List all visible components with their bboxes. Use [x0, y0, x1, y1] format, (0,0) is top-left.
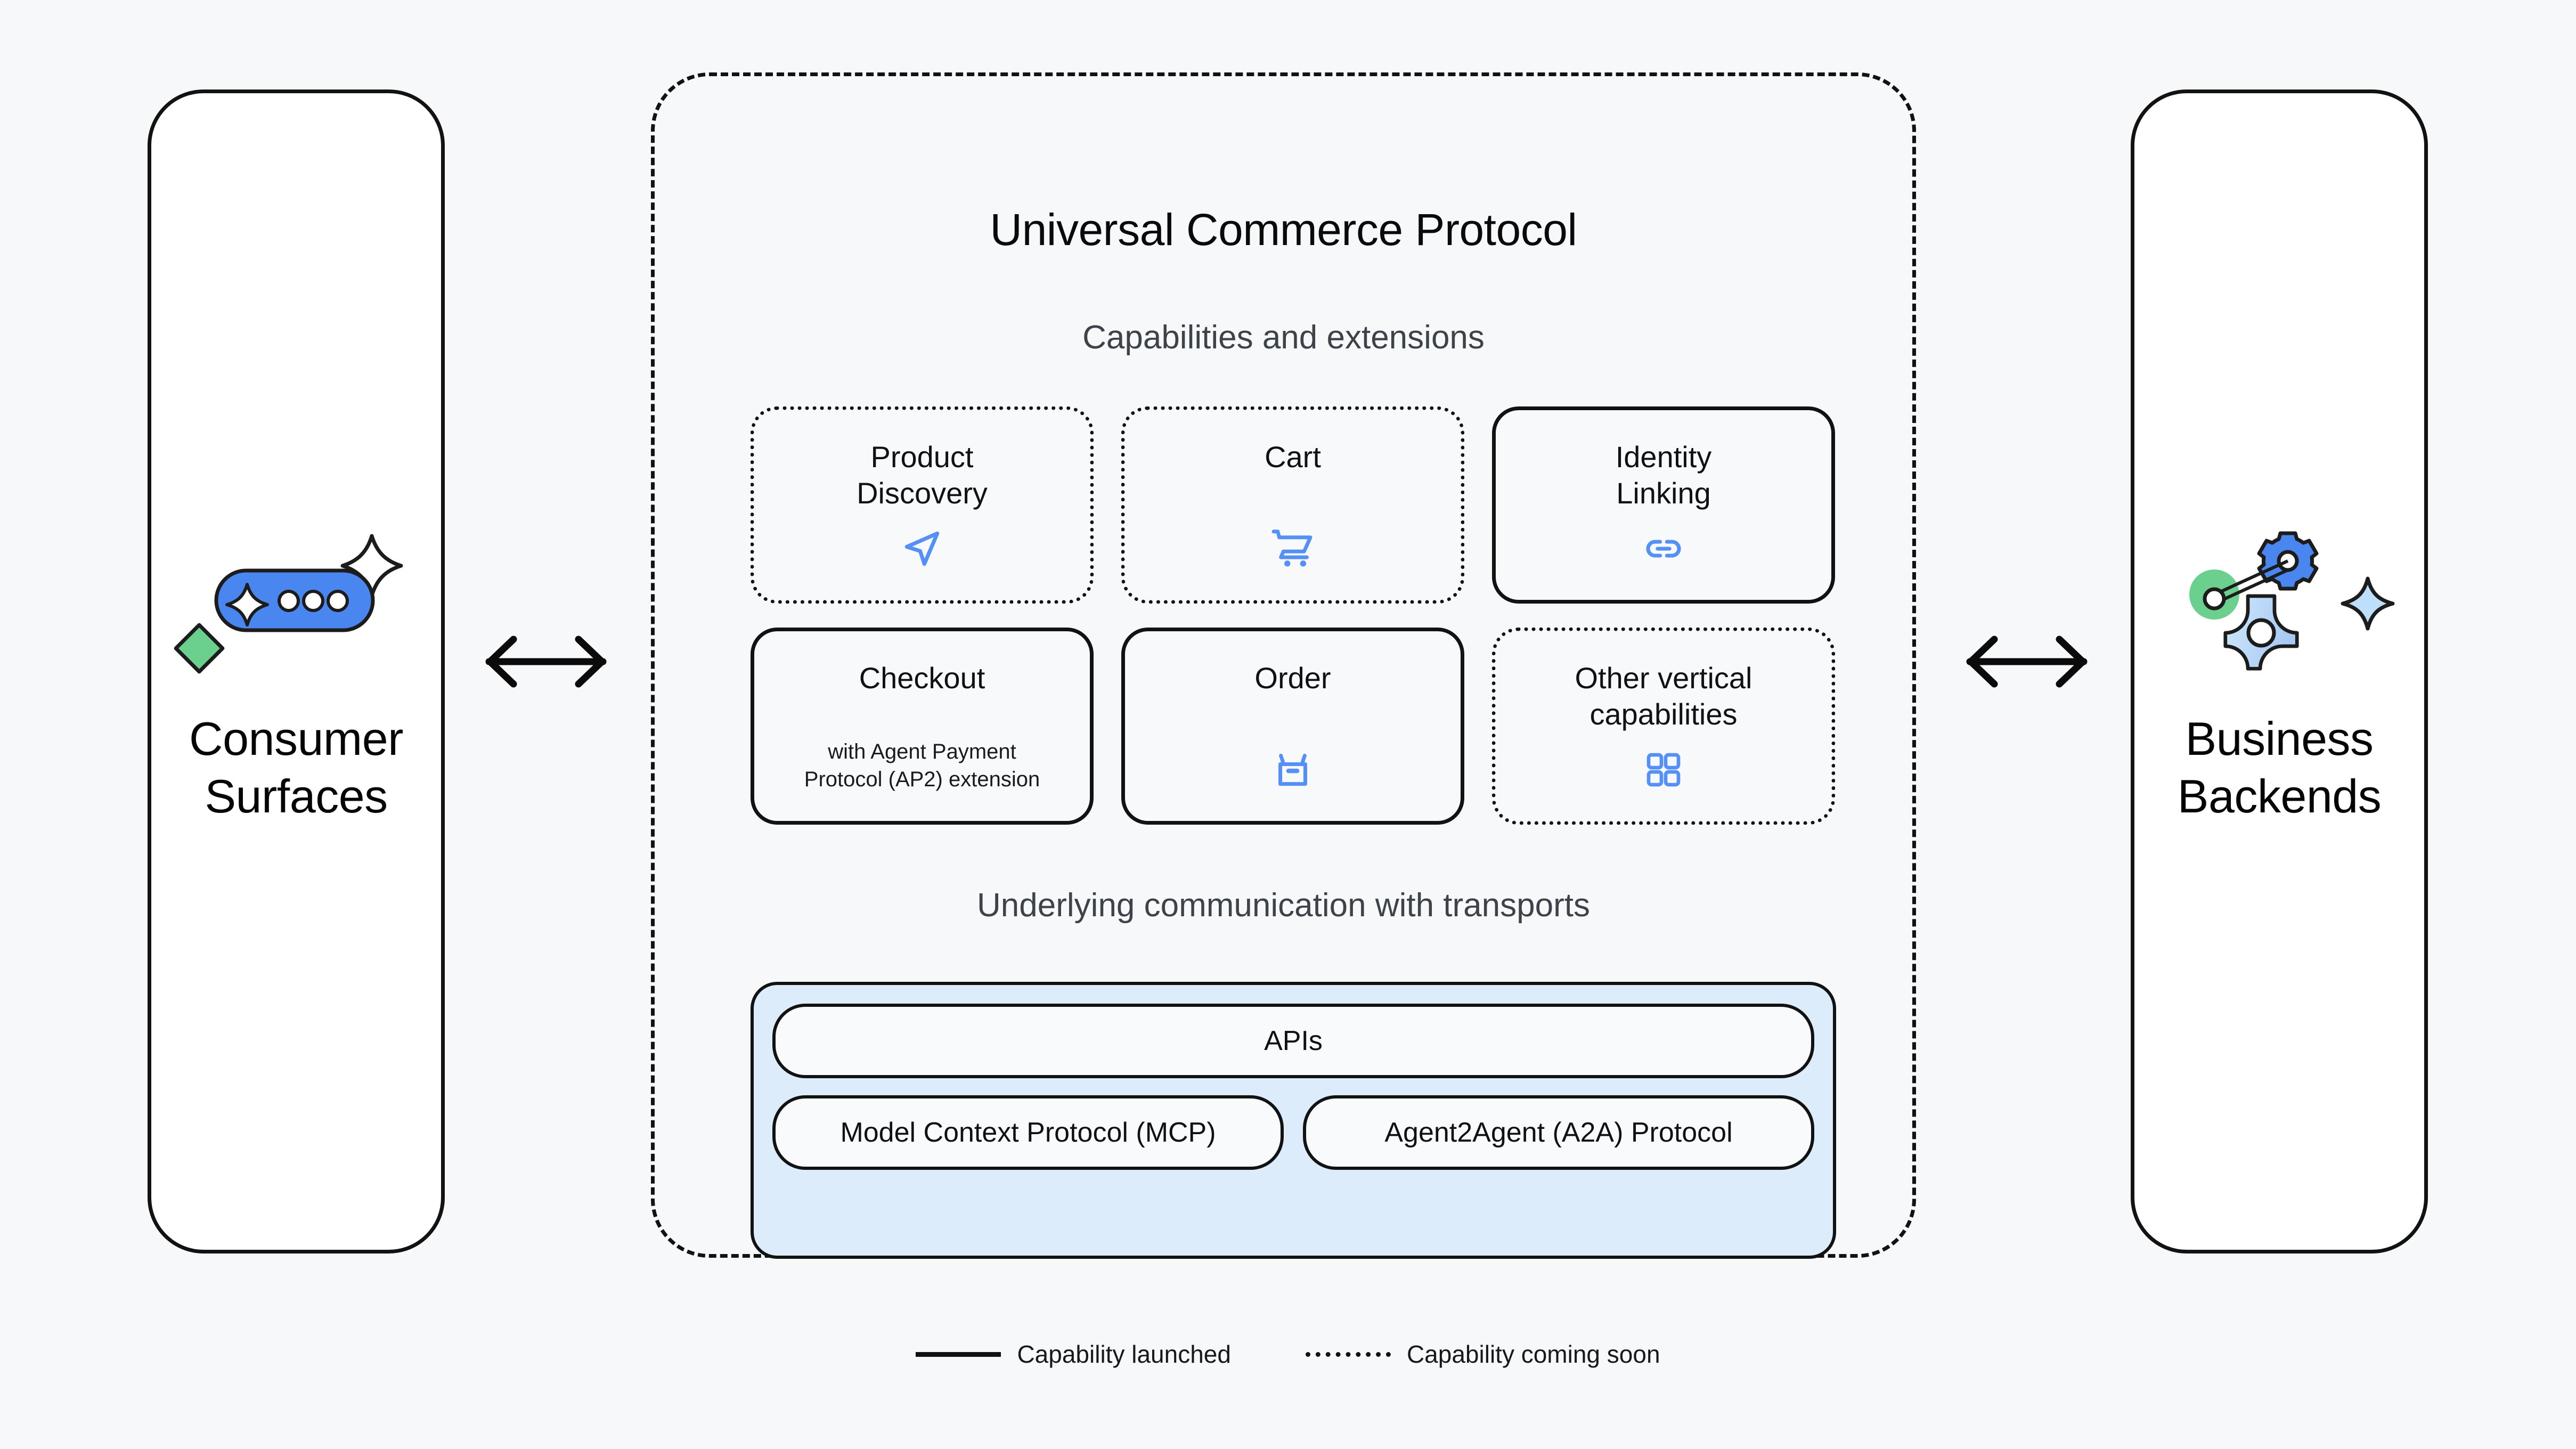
capability-name: Other vertical capabilities: [1575, 661, 1752, 731]
legend-item-coming-soon: Capability coming soon: [1305, 1340, 1660, 1369]
transports-section-label: Underlying communication with transports: [977, 887, 1590, 924]
capability-card-identity-linking[interactable]: Identity Linking: [1492, 406, 1835, 604]
legend: Capability launched Capability coming so…: [0, 1340, 2576, 1369]
legend-label: Capability coming soon: [1406, 1340, 1660, 1368]
chat-bubble-sparkle-illustration: [174, 534, 403, 674]
bidirectional-arrow-left: [485, 636, 607, 688]
bidirectional-arrow-right: [1966, 636, 2088, 688]
capability-card-cart[interactable]: Cart: [1121, 406, 1464, 604]
capability-card-other-vertical[interactable]: Other vertical capabilities: [1492, 628, 1835, 825]
capability-card-checkout[interactable]: Checkout with Agent Payment Protocol (AP…: [751, 628, 1094, 825]
business-backends-panel: Business Backends: [2131, 89, 2428, 1253]
transport-pill-a2a[interactable]: Agent2Agent (A2A) Protocol: [1303, 1095, 1814, 1170]
business-backends-content: Business Backends: [2134, 93, 2424, 1250]
capability-name: Checkout: [859, 661, 985, 695]
capability-name: Product Discovery: [857, 440, 988, 510]
consumer-surfaces-panel: Consumer Surfaces: [148, 89, 445, 1253]
capability-subtitle: with Agent Payment Protocol (AP2) extens…: [804, 740, 1040, 791]
legend-label: Capability launched: [1017, 1340, 1231, 1368]
legend-item-launched: Capability launched: [916, 1340, 1231, 1369]
inbox-tray-icon: [1125, 745, 1461, 794]
capability-name: Identity Linking: [1615, 440, 1712, 510]
shopping-cart-icon: [1125, 524, 1461, 573]
grid-squares-icon: [1496, 745, 1831, 794]
capability-card-order[interactable]: Order: [1121, 628, 1464, 825]
transport-pill-mcp[interactable]: Model Context Protocol (MCP): [772, 1095, 1284, 1170]
consumer-surfaces-title: Consumer Surfaces: [189, 712, 403, 823]
transport-secondary-row: Model Context Protocol (MCP) Agent2Agent…: [772, 1095, 1814, 1237]
capability-card-product-discovery[interactable]: Product Discovery: [751, 406, 1094, 604]
capability-name: Order: [1254, 661, 1331, 695]
business-backends-title: Business Backends: [2177, 712, 2382, 823]
navigation-arrow-icon: [754, 524, 1090, 573]
transports-panel: APIs Model Context Protocol (MCP) Agent2…: [751, 982, 1836, 1259]
link-icon: [1496, 524, 1831, 573]
consumer-surfaces-content: Consumer Surfaces: [151, 93, 441, 1250]
capabilities-grid: Product Discovery Cart: [751, 406, 1836, 825]
transport-pill-apis[interactable]: APIs: [772, 1004, 1814, 1078]
universal-commerce-protocol-container: Universal Commerce Protocol Capabilities…: [651, 72, 1916, 1259]
page-title: Universal Commerce Protocol: [990, 205, 1577, 255]
legend-dotted-line-icon: [1305, 1352, 1391, 1357]
gears-machinery-illustration: [2189, 531, 2395, 671]
capabilities-section-label: Capabilities and extensions: [1082, 319, 1485, 356]
legend-solid-line-icon: [916, 1352, 1001, 1357]
capability-name: Cart: [1265, 440, 1321, 474]
